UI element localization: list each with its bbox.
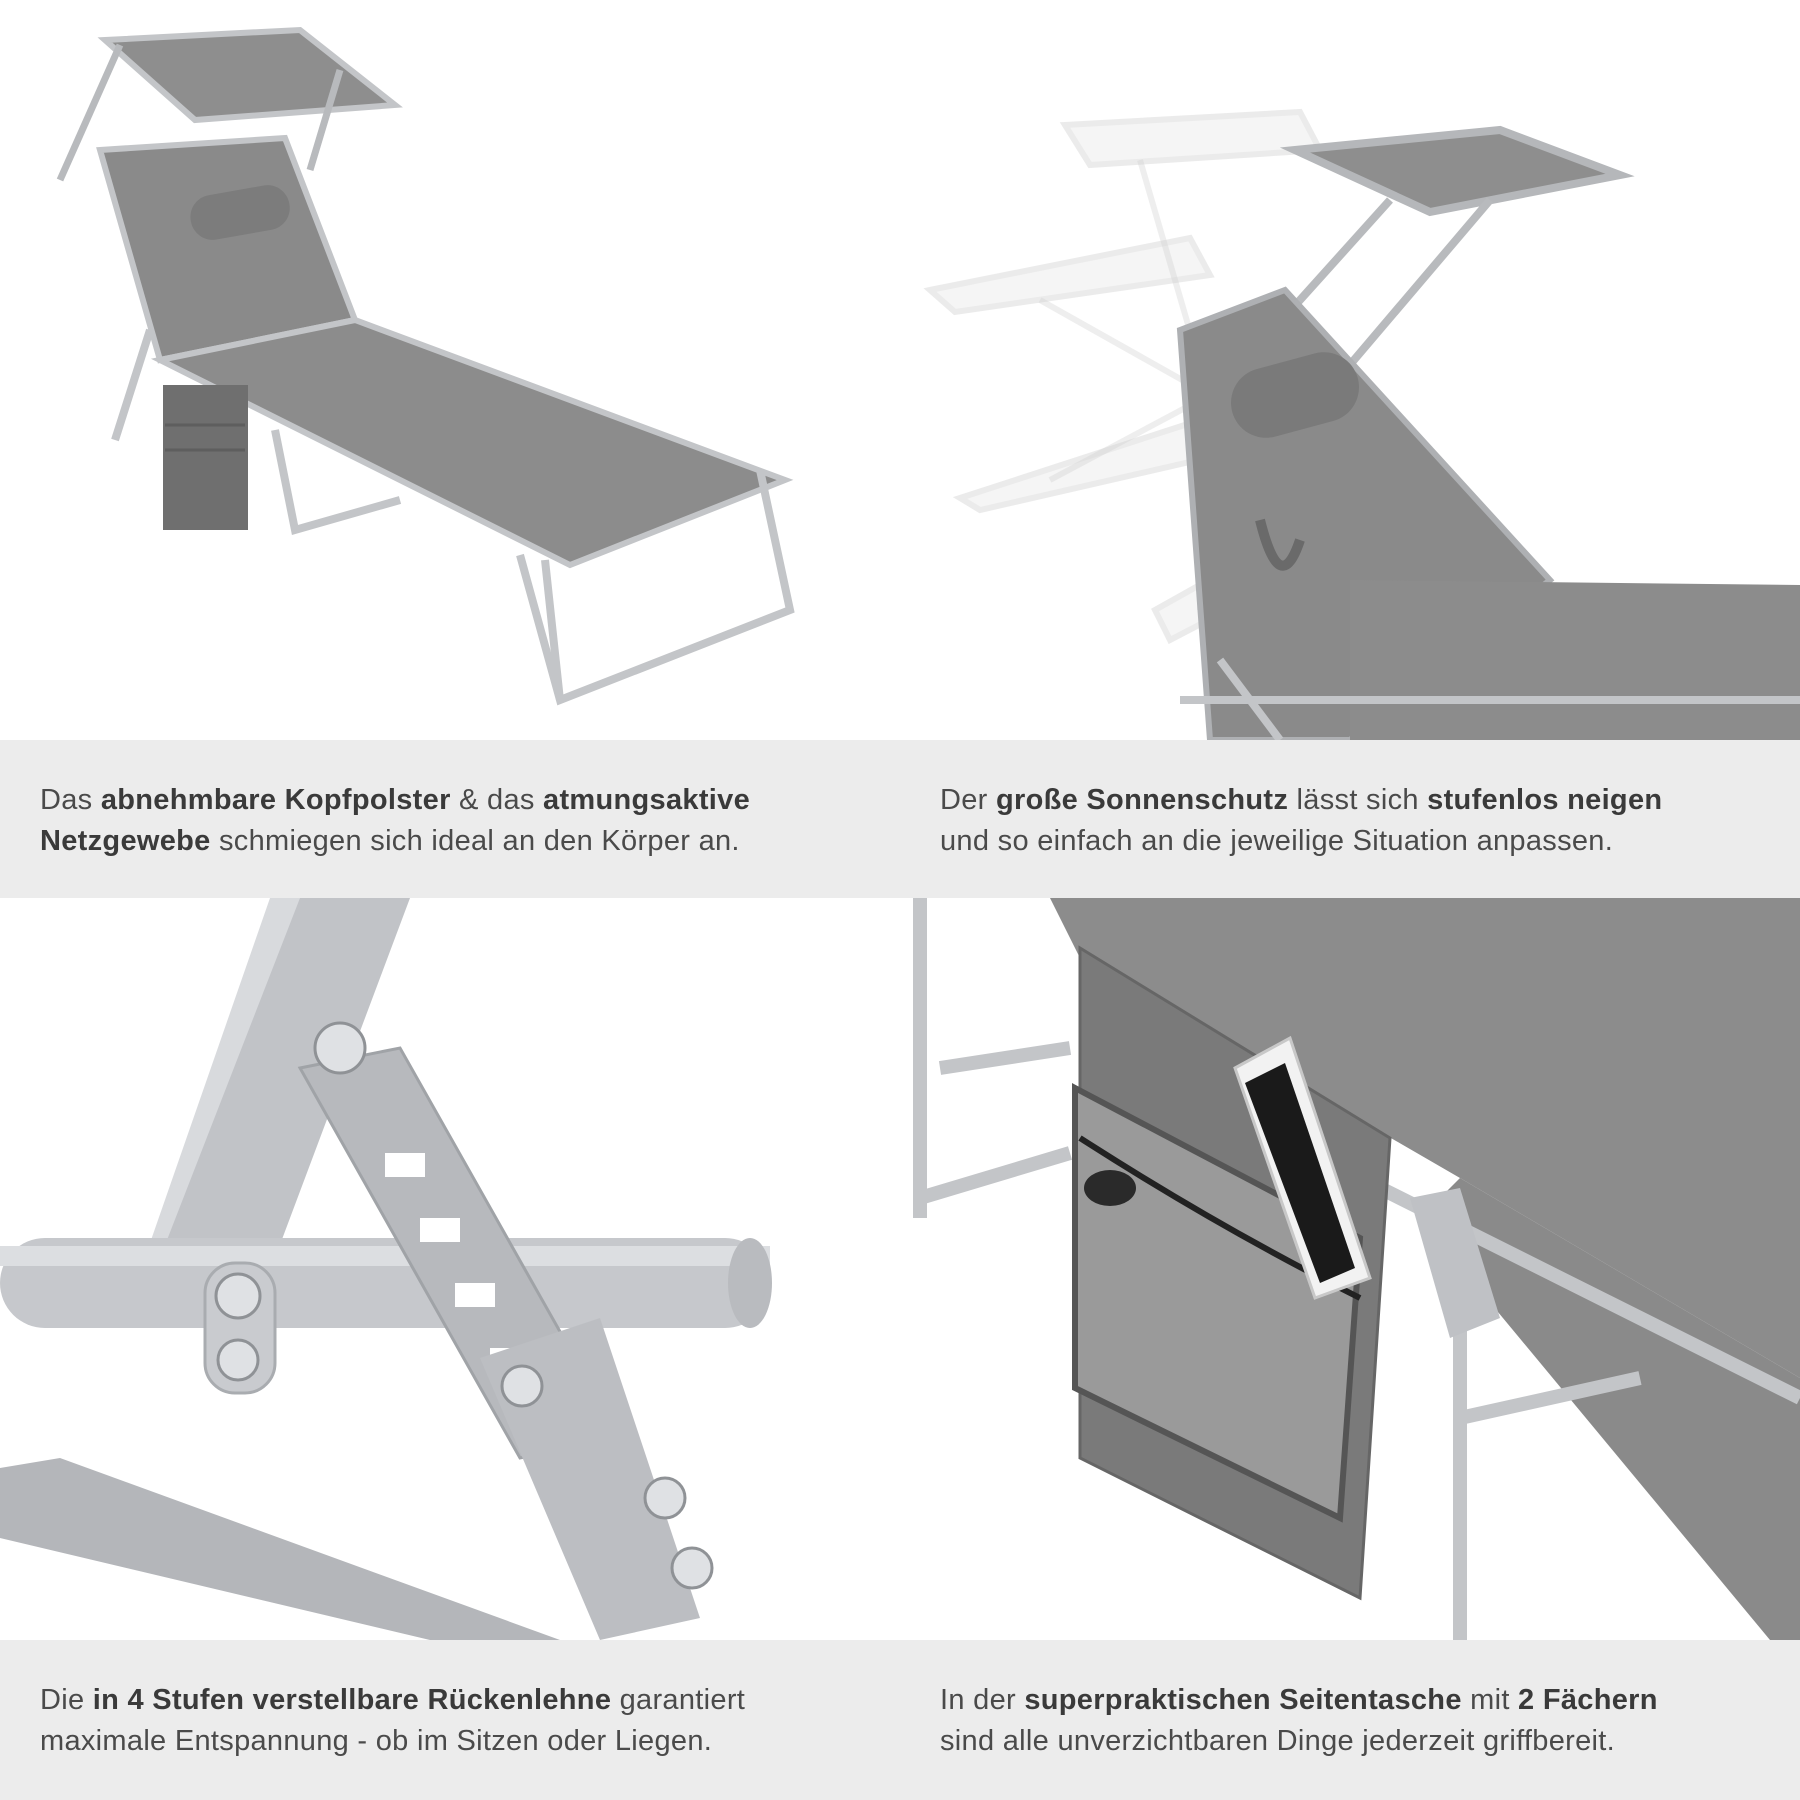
caption-text: & das [450, 784, 544, 816]
caption-side-pocket: In der superpraktischen Seitentasche mit… [940, 1680, 1780, 1762]
caption-text: garantiert [611, 1684, 746, 1716]
caption-sunshade: Der große Sonnenschutz lässt sich stufen… [940, 780, 1780, 862]
tablet-in-pocket [1233, 1035, 1372, 1300]
caption-headrest: Das abnehmbare Kopfpolster & das atmungs… [40, 780, 860, 862]
caption-text: Die [40, 1684, 93, 1716]
caption-text: lässt sich [1288, 784, 1428, 816]
caption-highlight: große Sonnenschutz [996, 784, 1289, 816]
side-pocket-image [900, 898, 1800, 1640]
lounger-legs [111, 328, 795, 706]
caption-highlight: abnehmbare Kopfpolster [100, 784, 451, 816]
rivets [214, 1021, 714, 1590]
caption-text: und so einfach an die jeweilige Situatio… [940, 825, 1614, 857]
caption-highlight: atmungsaktive [543, 784, 751, 816]
caption-text: Der [940, 784, 996, 816]
caption-highlight: superpraktischen Seitentasche [1024, 1684, 1462, 1716]
sunshade-positions-image [900, 0, 1800, 740]
caption-band-top [0, 740, 1800, 898]
caption-text: sind alle unverzichtbaren Dinge jederzei… [940, 1725, 1615, 1757]
caption-text: In der [940, 1684, 1025, 1716]
sunshade [56, 26, 403, 182]
caption-highlight: stufenlos neigen [1427, 784, 1663, 816]
caption-text: schmiegen sich ideal an den Körper an. [210, 825, 740, 857]
side-pocket [163, 385, 248, 530]
side-pocket [1072, 945, 1392, 1601]
lounger-overview-image [0, 0, 900, 740]
caption-text: Das [40, 784, 101, 816]
caption-backrest: Die in 4 Stufen verstellbare Rückenlehne… [40, 1680, 860, 1762]
caption-band-bottom [0, 1640, 1800, 1800]
caption-highlight: 2 Fächern [1518, 1684, 1658, 1716]
caption-text: maximale Entspannung - ob im Sitzen oder… [40, 1725, 713, 1757]
backrest-mechanism-image [0, 898, 900, 1640]
lying-surface [150, 316, 794, 569]
caption-text: mit [1461, 1684, 1519, 1716]
caption-highlight: in 4 Stufen verstellbare Rückenlehne [92, 1684, 612, 1716]
caption-highlight: Netzgewebe [40, 825, 211, 857]
mesh-compartment [1072, 1083, 1364, 1523]
